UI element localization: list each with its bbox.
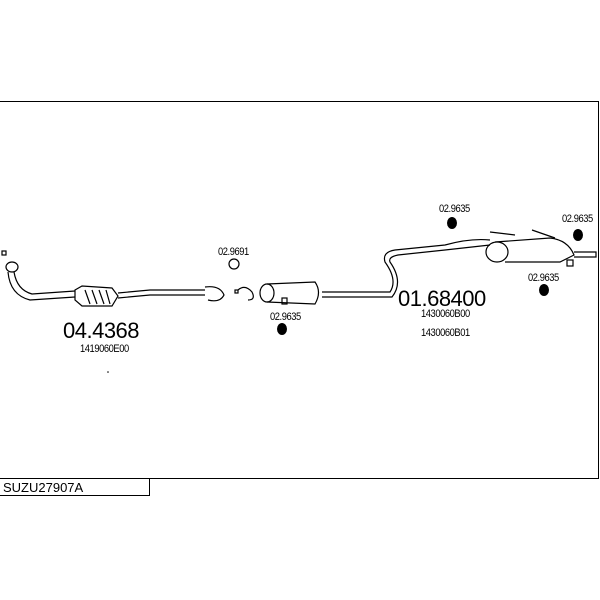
hanger-label-rear-bottom: 02.9635 — [528, 272, 559, 284]
ring-label: 02.9691 — [218, 246, 249, 258]
oe-number-rear-1: 1430060B00 — [421, 308, 470, 320]
part-number-rear: 01.68400 — [398, 286, 486, 311]
hanger-label-rear-right: 02.9635 — [562, 213, 593, 225]
hanger-label-mid: 02.9635 — [270, 311, 301, 323]
hanger-icon — [277, 323, 287, 335]
hanger-icon — [539, 284, 549, 296]
part-number-front: 04.4368 — [63, 318, 140, 343]
hanger-label-rear-top: 02.9635 — [439, 203, 470, 215]
diagram-code: SUZU27907A — [0, 478, 150, 496]
hanger-icon — [573, 229, 583, 241]
rear-silencer — [485, 229, 597, 267]
diagram-frame — [0, 101, 599, 479]
oe-number-rear-2: 1430060B01 — [421, 327, 470, 339]
hanger-icon — [447, 217, 457, 229]
ring-icon — [228, 258, 240, 270]
front-pipe-catalyst — [1, 250, 225, 307]
centre-silencer — [234, 238, 491, 305]
oe-number-front: 1419060E00 — [80, 343, 129, 355]
